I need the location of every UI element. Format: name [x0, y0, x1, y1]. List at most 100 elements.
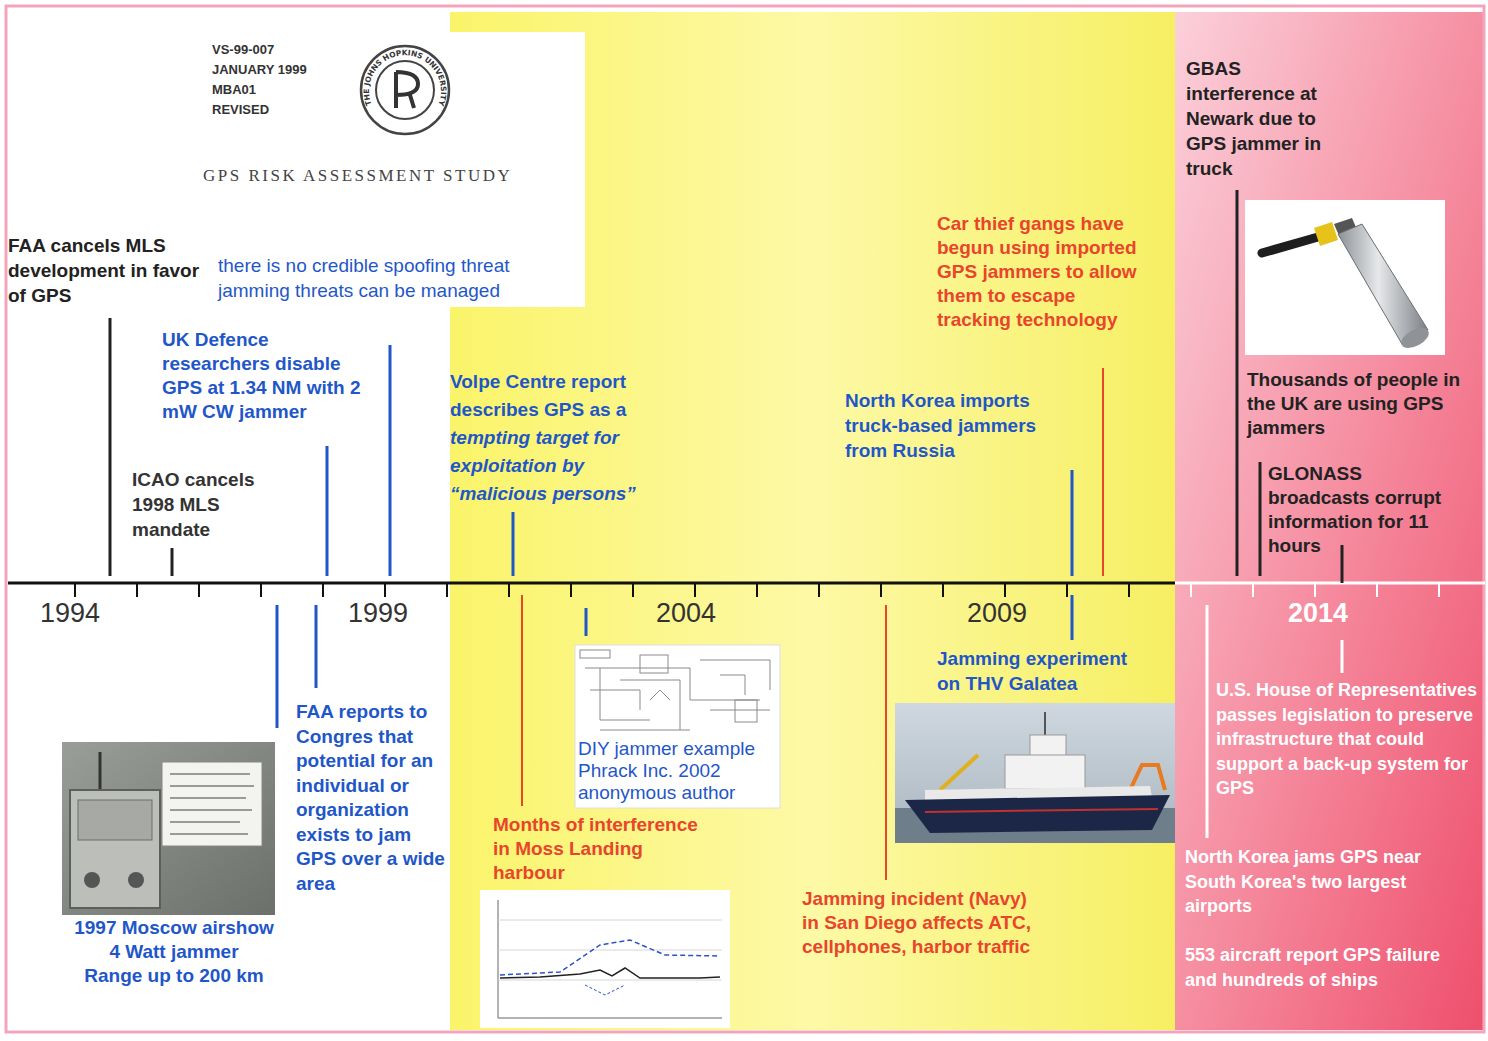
event-label: North Korea jams GPS near South Korea's … — [1185, 845, 1450, 919]
photo-caption: Range up to 200 km — [58, 964, 290, 988]
antenna — [99, 752, 102, 790]
year-label: 2009 — [967, 597, 1027, 629]
schematic-ground — [575, 645, 780, 808]
event-line — [1071, 595, 1074, 640]
event-label: FAA reports to Congres that potential fo… — [296, 700, 446, 896]
jammer-device-photo — [1245, 200, 1445, 355]
event-lines — [110, 190, 1342, 880]
event-line — [1341, 545, 1344, 583]
photo-ground — [62, 742, 275, 915]
sky — [895, 703, 1175, 843]
axis-tick — [1128, 583, 1130, 597]
axis-tick — [1252, 583, 1254, 597]
event-line — [315, 605, 318, 688]
chart-dashed-line — [500, 940, 720, 975]
interference-chart — [480, 890, 730, 1028]
hull-stripe — [925, 809, 1158, 812]
jammer-panel — [78, 800, 152, 840]
jammer-box — [70, 790, 160, 908]
axis-tick — [818, 583, 820, 597]
axis-tick — [446, 583, 448, 597]
event-label: FAA cancels MLS development in favor of … — [8, 233, 213, 308]
mast — [1044, 712, 1046, 737]
event-line — [276, 605, 279, 728]
card-line — [170, 833, 248, 835]
axis-tick — [322, 583, 324, 597]
bridge — [1030, 735, 1066, 757]
event-label: Thousands of people in the UK are using … — [1247, 368, 1482, 440]
axis-tick — [384, 583, 386, 597]
axis-line — [8, 582, 1175, 585]
pink-band — [1175, 12, 1485, 1030]
card-line — [170, 797, 246, 799]
knob — [84, 872, 100, 888]
event-line — [326, 446, 329, 576]
schematic-part — [735, 700, 757, 722]
axis-tick — [260, 583, 262, 597]
photo-caption: 1997 Moscow airshow — [58, 916, 290, 940]
event-label: U.S. House of Representatives passes leg… — [1216, 678, 1478, 801]
seal-text: THE JOHNS HOPKINS UNIVERSITY — [362, 48, 448, 107]
event-label: Months of interference in Moss Landing h… — [493, 813, 713, 885]
event-label: North Korea imports truck-based jammers … — [845, 388, 1080, 463]
schematic-part — [640, 655, 668, 673]
event-label: 553 aircraft report GPS failure and hund… — [1185, 943, 1470, 992]
quote-label: jamming threats can be managed — [218, 278, 500, 303]
axis-tick — [508, 583, 510, 597]
university-seal — [361, 46, 449, 134]
year-label: 2014 — [1288, 597, 1348, 629]
seal-text-path: THE JOHNS HOPKINS UNIVERSITY — [362, 48, 448, 107]
axis-tick — [1314, 583, 1316, 597]
axis-tick — [74, 583, 76, 597]
antenna-collar — [1314, 222, 1338, 246]
grid-line — [498, 920, 722, 921]
event-line — [1259, 462, 1262, 576]
axis-tick — [198, 583, 200, 597]
event-line — [389, 345, 392, 576]
jammer-photo — [62, 742, 275, 915]
card-line — [170, 785, 254, 787]
axis-tick — [632, 583, 634, 597]
chart-axis — [498, 900, 499, 1018]
grid-line — [498, 980, 722, 981]
photo-ground — [1245, 200, 1445, 355]
card-line — [170, 809, 252, 811]
event-line — [512, 512, 515, 576]
grid-line — [498, 950, 722, 951]
event-label: Car thief gangs have begun using importe… — [937, 212, 1137, 332]
axis-tick — [756, 583, 758, 597]
axis-tick — [694, 583, 696, 597]
chart-dashed-line — [585, 985, 625, 995]
antenna — [1262, 237, 1318, 253]
axis-tick — [136, 583, 138, 597]
event-label: ICAO cancels 1998 MLS mandate — [132, 467, 272, 542]
axis-tick — [880, 583, 882, 597]
chart-grid — [498, 920, 722, 980]
chart-ground — [480, 890, 730, 1028]
photo-caption: 4 Watt jammer — [58, 940, 290, 964]
card-line — [170, 773, 250, 775]
document-title: GPS RISK ASSESSMENT STUDY — [203, 165, 512, 187]
info-card — [162, 762, 262, 846]
image-caption: DIY jammer example — [578, 738, 755, 760]
event-line — [521, 595, 523, 806]
event-line — [171, 548, 174, 576]
year-label: 1994 — [40, 597, 100, 629]
event-label: UK Defence researchers disable GPS at 1.… — [162, 328, 377, 424]
card-lines — [170, 774, 254, 834]
ship-photo — [895, 703, 1175, 843]
axis-tick — [1066, 583, 1068, 597]
event-line — [885, 605, 887, 880]
event-line — [1071, 470, 1074, 576]
knob — [128, 872, 144, 888]
image-caption: anonymous author — [578, 782, 735, 804]
schematic-wire — [585, 660, 770, 730]
timeline-axis — [8, 583, 1485, 584]
event-label: Jamming experiment on THV Galatea — [937, 646, 1147, 696]
device-cap — [1398, 324, 1432, 352]
event-line — [585, 608, 588, 636]
axis-tick — [1004, 583, 1006, 597]
